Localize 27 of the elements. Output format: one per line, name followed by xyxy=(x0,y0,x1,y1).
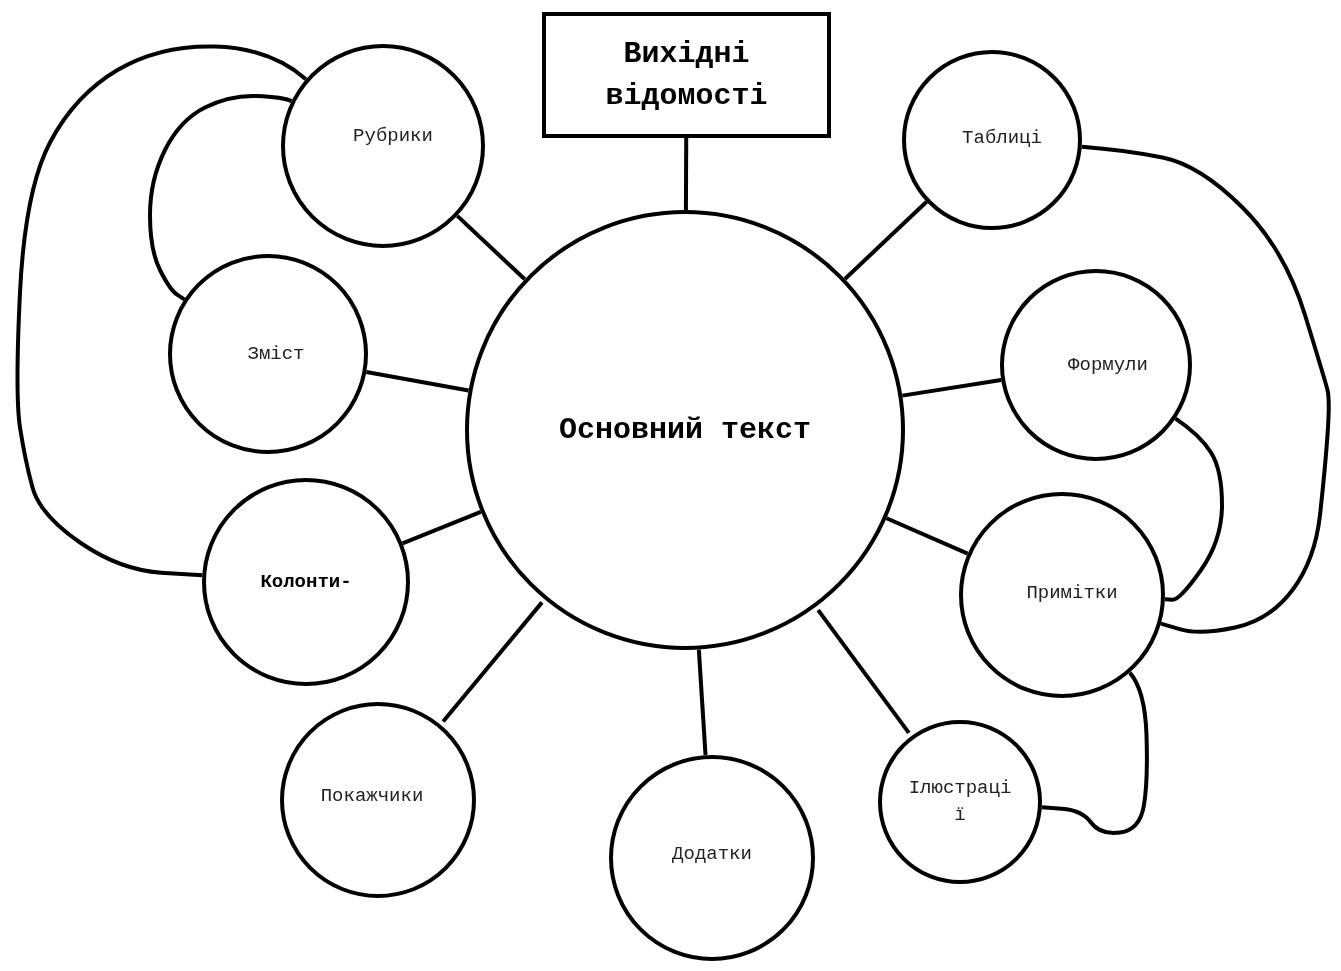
node-label: Покажчики xyxy=(320,783,424,809)
node-label: Основний текст xyxy=(558,412,811,449)
connector-line xyxy=(683,138,689,210)
connector-line xyxy=(401,510,482,546)
curved-connector xyxy=(1081,144,1331,634)
connector-line xyxy=(455,214,527,281)
connector-line xyxy=(816,608,911,735)
node-label: Рубрики xyxy=(353,123,433,149)
node-label: Таблиці xyxy=(962,125,1042,151)
curved-connector xyxy=(1164,416,1224,602)
node-label: Колонти- xyxy=(260,569,352,595)
connector-line xyxy=(902,378,1002,398)
node-label: Примітки xyxy=(1026,580,1118,606)
curved-connector xyxy=(148,93,293,301)
curved-connector xyxy=(15,44,308,578)
node-label: Вихідні відомості xyxy=(604,36,769,115)
connector-line xyxy=(885,516,969,556)
heading-box xyxy=(542,12,831,138)
node-label: Зміст xyxy=(247,341,305,367)
node-label: Ілюстрації xyxy=(908,776,1012,828)
connector-line xyxy=(843,200,928,281)
connector-line xyxy=(696,649,708,756)
connector-line xyxy=(366,369,469,393)
connector-line xyxy=(441,601,544,723)
curved-connector xyxy=(1041,671,1149,835)
node-label: Додатки xyxy=(672,841,752,867)
node-label: Формули xyxy=(1068,352,1148,378)
